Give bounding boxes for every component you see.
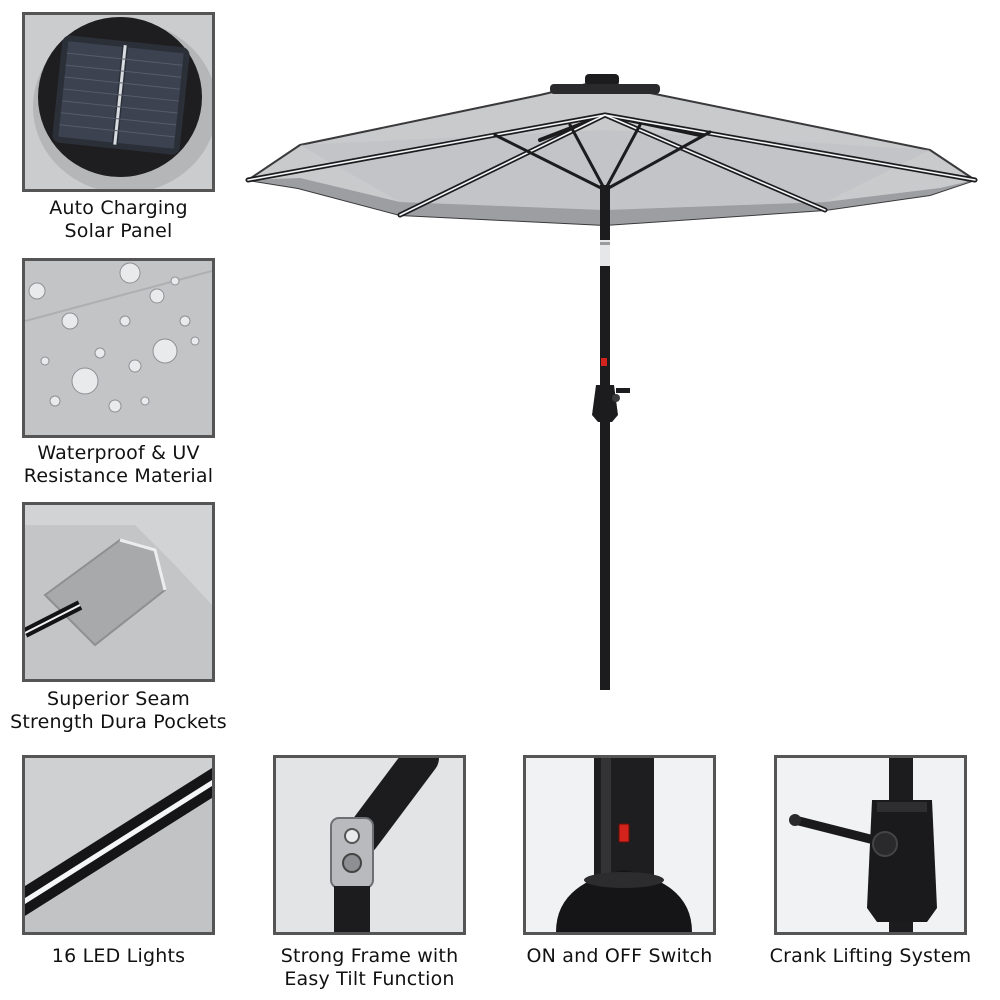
umbrella-icon bbox=[245, 74, 978, 690]
feature-frame-tile bbox=[273, 755, 466, 935]
feature-switch-tile bbox=[523, 755, 716, 935]
feature-led-caption: 16 LED Lights bbox=[51, 945, 186, 967]
feature-switch-caption: ON and OFF Switch bbox=[526, 945, 713, 967]
feature-seam-caption: Superior Seam Strength Dura Pockets bbox=[10, 688, 227, 733]
umbrella-illustration bbox=[240, 70, 985, 700]
feature-solar-caption: Auto Charging Solar Panel bbox=[49, 197, 188, 242]
solar-panel-icon bbox=[25, 15, 212, 189]
feature-frame-caption: Strong Frame with Easy Tilt Function bbox=[280, 945, 459, 990]
tilt-joint-icon bbox=[276, 758, 463, 932]
feature-crank-caption: Crank Lifting System bbox=[769, 945, 972, 967]
feature-waterproof-caption: Waterproof & UV Resistance Material bbox=[23, 442, 214, 487]
power-switch-icon bbox=[526, 758, 713, 932]
feature-waterproof-tile bbox=[22, 258, 215, 438]
feature-led-tile bbox=[22, 755, 215, 935]
crank-handle-icon bbox=[777, 758, 964, 932]
water-drops-icon bbox=[25, 261, 212, 435]
feature-seam-tile bbox=[22, 502, 215, 682]
feature-crank-tile bbox=[774, 755, 967, 935]
feature-solar-tile bbox=[22, 12, 215, 192]
led-strip-icon bbox=[25, 758, 212, 932]
seam-pocket-icon bbox=[25, 505, 212, 679]
